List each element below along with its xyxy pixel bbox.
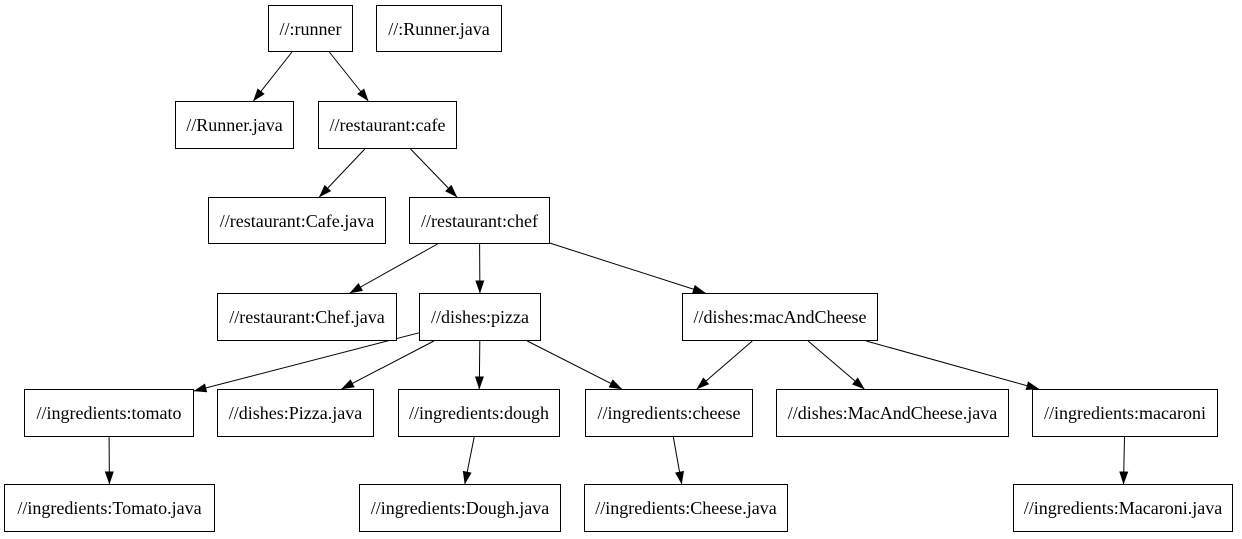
graph-node-cafe: //restaurant:cafe (318, 101, 457, 149)
graph-node-runner: //:runner (268, 5, 353, 52)
graph-node-tomato-java: //ingredients:Tomato.java (4, 484, 215, 532)
graph-edge-mac-and-cheese-to-macaroni (866, 340, 1040, 390)
graph-edge-runner-to-cafe (328, 51, 369, 102)
graph-node-dough: //ingredients:dough (398, 389, 560, 437)
graph-edge-pizza-to-pizza-java (341, 340, 435, 390)
graph-node-macaroni-java: //ingredients:Macaroni.java (1013, 484, 1233, 532)
graph-node-mac-and-cheese-java: //dishes:MacAndCheese.java (776, 389, 1009, 437)
graph-edge-chef-to-chef-java (349, 243, 438, 294)
graph-edge-dough-to-dough-java (462, 436, 475, 485)
graph-node-cheese-java: //ingredients:Cheese.java (584, 484, 788, 532)
graph-node-mac-and-cheese: //dishes:macAndCheese (682, 293, 878, 341)
graph-edge-pizza-to-cheese (527, 340, 623, 390)
graph-node-macaroni: //ingredients:macaroni (1032, 389, 1218, 437)
graph-node-chef-java: //restaurant:Chef.java (217, 293, 397, 341)
graph-edge-cheese-to-cheese-java (672, 436, 684, 485)
graph-edge-mac-and-cheese-to-cheese (696, 340, 753, 390)
graph-edge-cafe-to-chef (410, 148, 458, 198)
graph-node-runner-java-root: //:Runner.java (376, 5, 502, 52)
graph-node-pizza: //dishes:pizza (419, 293, 541, 341)
graph-node-tomato: //ingredients:tomato (24, 389, 194, 437)
graph-node-cafe-java: //restaurant:Cafe.java (208, 197, 386, 244)
graph-edge-pizza-to-dough (474, 340, 484, 390)
graph-node-runner-java: //Runner.java (175, 101, 294, 149)
graph-edge-pizza-to-tomato (193, 332, 420, 393)
graph-edge-mac-and-cheese-to-mac-and-cheese-java (807, 340, 865, 390)
graph-edge-runner-to-runner-java (253, 51, 293, 102)
graph-edge-macaroni-to-macaroni-java (1119, 436, 1129, 485)
graph-node-cheese: //ingredients:cheese (585, 389, 753, 437)
graph-node-dough-java: //ingredients:Dough.java (359, 484, 561, 532)
graph-edge-chef-to-mac-and-cheese (549, 242, 706, 294)
graph-node-pizza-java: //dishes:Pizza.java (217, 389, 374, 437)
graph-node-chef: //restaurant:chef (409, 197, 550, 244)
graph-edge-cafe-to-cafe-java (318, 148, 366, 198)
